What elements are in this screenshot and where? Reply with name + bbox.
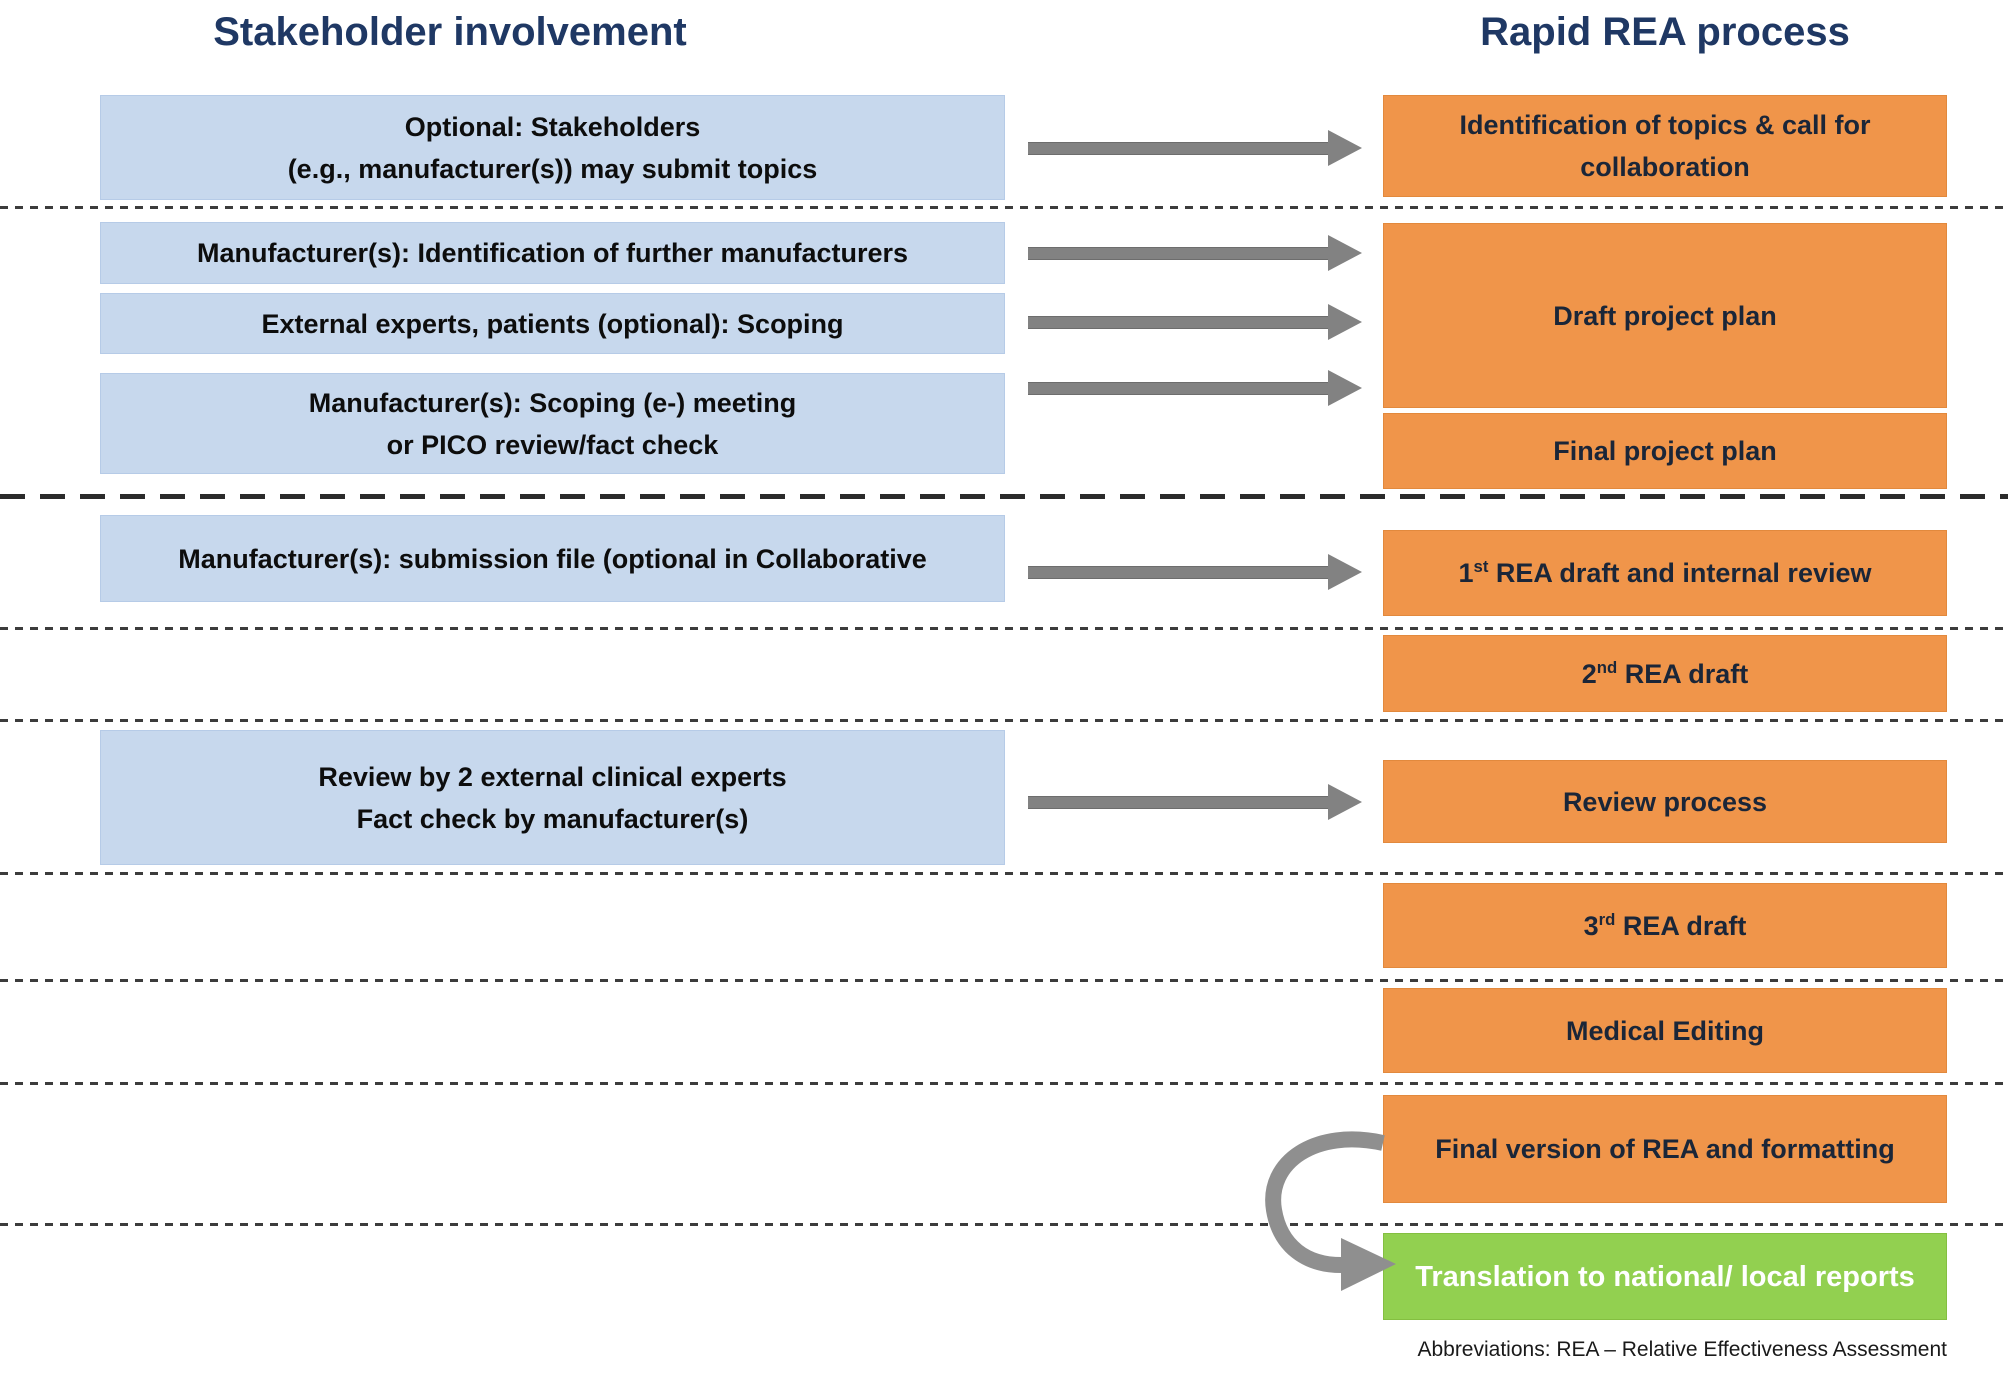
box-text-line: Manufacturer(s): Scoping (e-) meeting bbox=[308, 387, 797, 418]
stakeholder-box-scoping-meeting: Manufacturer(s): Scoping (e-) meeting or… bbox=[100, 373, 1005, 474]
process-box-final-version: Final version of REA and formatting bbox=[1383, 1095, 1947, 1203]
flow-arrow-icon bbox=[1028, 554, 1362, 590]
box-text-line: or PICO review/fact check bbox=[386, 429, 719, 460]
arrow-head bbox=[1328, 784, 1362, 820]
phase-divider-dashed-line bbox=[0, 206, 2008, 209]
phase-divider-dashed-line bbox=[0, 979, 2008, 982]
flow-arrow-icon bbox=[1028, 130, 1362, 166]
process-box-translation: Translation to national/ local reports bbox=[1383, 1233, 1947, 1320]
arrow-head bbox=[1328, 554, 1362, 590]
flow-arrow-icon bbox=[1028, 784, 1362, 820]
stakeholder-box-submit-topics: Optional: Stakeholders (e.g., manufactur… bbox=[100, 95, 1005, 200]
box-text-line: Review process bbox=[1562, 786, 1768, 817]
box-text-line: Review by 2 external clinical experts bbox=[318, 761, 787, 792]
box-text-line: Final project plan bbox=[1553, 436, 1777, 466]
arrow-head bbox=[1328, 235, 1362, 271]
box-text-line: Fact check by manufacturer(s) bbox=[356, 803, 749, 834]
process-box-identification: Identification of topics & call for coll… bbox=[1383, 95, 1947, 197]
flow-arrow-icon bbox=[1028, 235, 1362, 271]
process-box-draft-project-plan: Draft project plan bbox=[1383, 223, 1947, 408]
arrow-shaft bbox=[1028, 382, 1330, 395]
stakeholder-box-further-manufacturers: Manufacturer(s): Identification of furth… bbox=[100, 222, 1005, 284]
curved-arrow-icon bbox=[1265, 1131, 1396, 1291]
phase-divider-thick-dashed-line bbox=[0, 494, 2008, 499]
box-text-line: 2nd REA draft bbox=[1581, 657, 1749, 689]
rea-process-column-title: Rapid REA process bbox=[1480, 10, 1850, 54]
process-box-first-rea-draft: 1st REA draft and internal review bbox=[1383, 530, 1947, 616]
box-text-line: Final version of REA and formatting bbox=[1435, 1134, 1895, 1164]
abbreviations-footnote: Abbreviations: REA – Relative Effectiven… bbox=[1417, 1338, 1947, 1361]
stakeholder-box-submission-file: Manufacturer(s): submission file (option… bbox=[100, 515, 1005, 602]
box-text-line: (e.g., manufacturer(s)) may submit topic… bbox=[287, 153, 818, 184]
arrow-shaft bbox=[1028, 142, 1330, 155]
phase-divider-dashed-line bbox=[0, 872, 2008, 875]
box-text-line: 3rd REA draft bbox=[1583, 909, 1747, 941]
process-box-review-process: Review process bbox=[1383, 760, 1947, 843]
arrow-shaft bbox=[1028, 316, 1330, 329]
box-text-line: Translation to national/ local reports bbox=[1415, 1260, 1915, 1293]
phase-divider-dashed-line bbox=[0, 719, 2008, 722]
arrow-shaft bbox=[1028, 247, 1330, 260]
arrow-shaft bbox=[1028, 566, 1330, 579]
box-text-line: Medical Editing bbox=[1565, 1015, 1765, 1046]
arrow-head bbox=[1328, 370, 1362, 406]
stakeholder-box-expert-review: Review by 2 external clinical experts Fa… bbox=[100, 730, 1005, 865]
stakeholder-box-scoping: External experts, patients (optional): S… bbox=[100, 293, 1005, 354]
process-box-medical-editing: Medical Editing bbox=[1383, 988, 1947, 1073]
flow-arrow-icon bbox=[1028, 304, 1362, 340]
box-text-line: Identification of topics & call for bbox=[1459, 110, 1871, 140]
box-text-line: Optional: Stakeholders bbox=[404, 111, 701, 142]
box-text-line: collaboration bbox=[1580, 152, 1750, 182]
box-text-line: 1st REA draft and internal review bbox=[1458, 557, 1872, 588]
process-box-third-rea-draft: 3rd REA draft bbox=[1383, 883, 1947, 968]
arrow-head bbox=[1328, 130, 1362, 166]
box-text-line: Draft project plan bbox=[1553, 300, 1777, 331]
arrow-shaft bbox=[1028, 796, 1330, 809]
phase-divider-dashed-line bbox=[0, 1082, 2008, 1085]
process-box-final-project-plan: Final project plan bbox=[1383, 413, 1947, 489]
flow-arrow-icon bbox=[1028, 370, 1362, 406]
phase-divider-dashed-line bbox=[0, 1223, 2008, 1226]
arrow-head bbox=[1328, 304, 1362, 340]
stakeholder-column-title: Stakeholder involvement bbox=[213, 10, 687, 54]
box-text-line: Manufacturer(s): Identification of furth… bbox=[196, 238, 909, 268]
box-text-line: Manufacturer(s): submission file (option… bbox=[178, 543, 927, 574]
box-text-line: External experts, patients (optional): S… bbox=[261, 308, 844, 339]
process-box-second-rea-draft: 2nd REA draft bbox=[1383, 635, 1947, 712]
phase-divider-dashed-line bbox=[0, 627, 2008, 630]
